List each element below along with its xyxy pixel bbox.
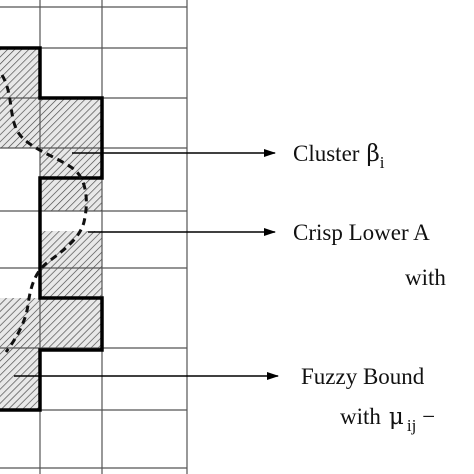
cluster-label-word: Cluster xyxy=(293,141,360,166)
fuzzy-boundary-region xyxy=(0,48,102,410)
crisp-label-line1: Crisp Lower A xyxy=(293,220,430,245)
boundary-cell xyxy=(40,231,102,268)
boundary-cell xyxy=(0,298,40,348)
boundary-cell xyxy=(40,268,102,298)
cluster-curve xyxy=(0,74,88,353)
boundary-cell xyxy=(0,348,40,410)
fuzzy-label-tail: − xyxy=(422,404,435,429)
cluster-label-symbol: β xyxy=(366,141,379,167)
upper-approximation-outline xyxy=(0,46,104,412)
fuzzy-label-line1: Fuzzy Bound xyxy=(301,364,425,389)
fuzzy-label-word: with xyxy=(340,404,381,429)
boundary-cell xyxy=(40,98,102,148)
crisp-label-line2: with xyxy=(405,265,446,290)
boundary-cell xyxy=(0,98,40,148)
boundary-cell xyxy=(0,48,40,98)
fuzzy-label-subscript: ij xyxy=(407,416,416,435)
boundary-cell xyxy=(40,178,102,211)
grid xyxy=(0,0,188,474)
fuzzy-label-symbol: μ xyxy=(389,404,404,430)
boundary-cell xyxy=(40,298,102,350)
cluster-label-subscript: i xyxy=(380,153,385,172)
